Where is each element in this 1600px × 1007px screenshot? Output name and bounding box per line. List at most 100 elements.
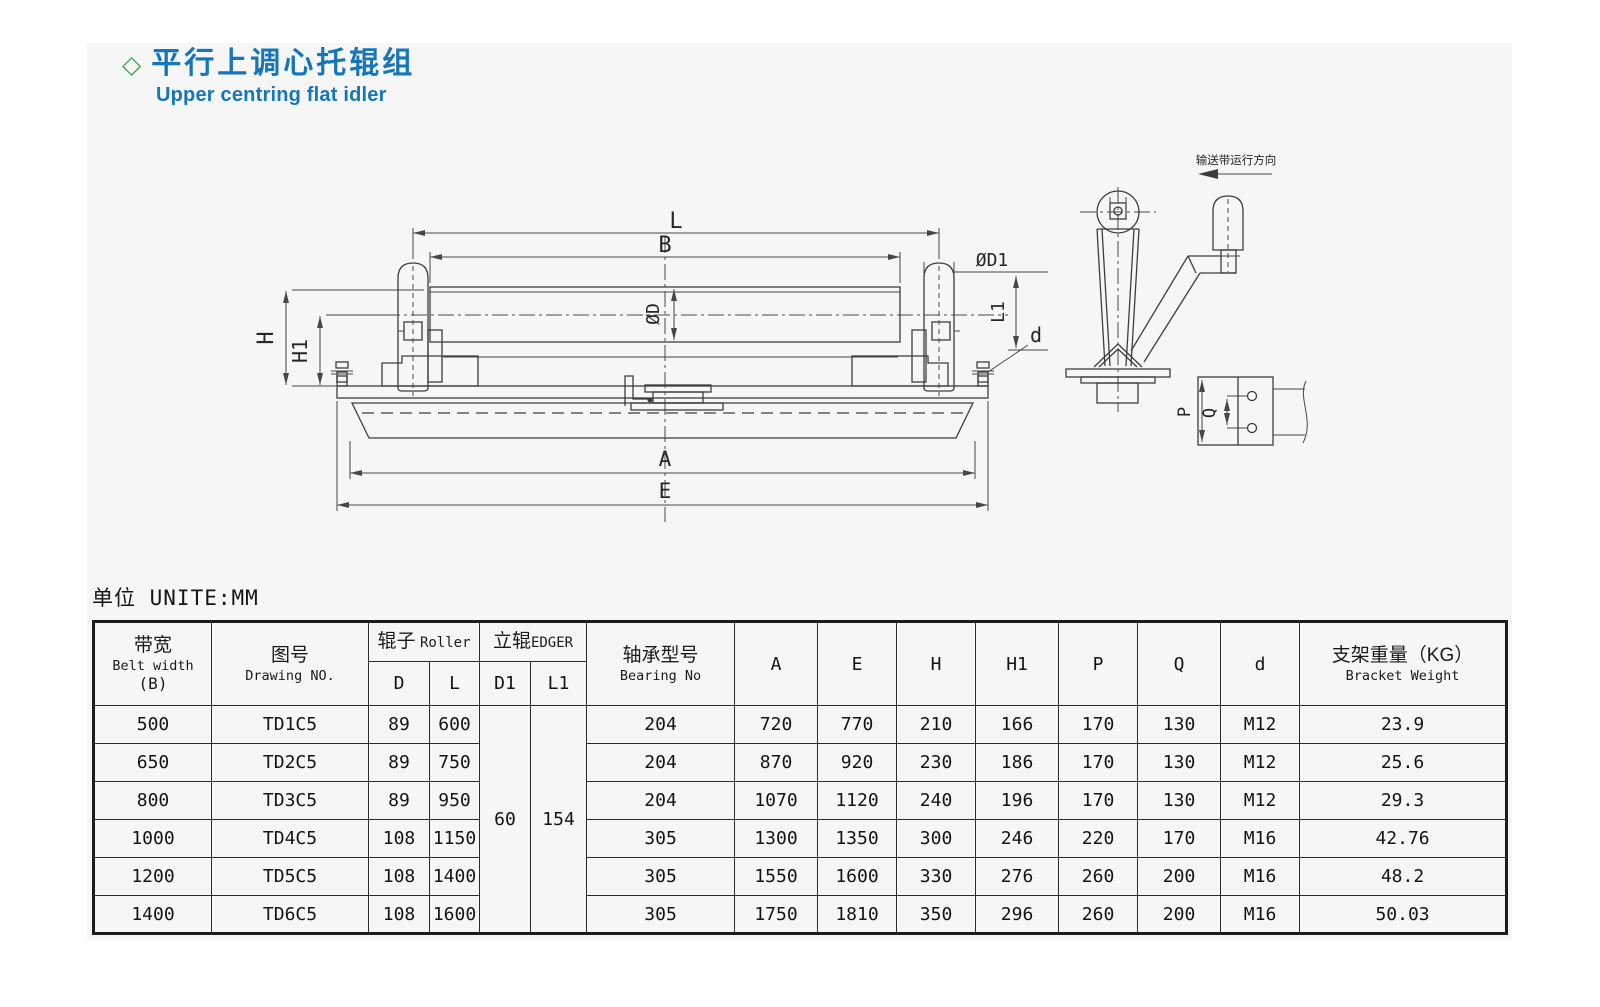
cell-thread: M12 bbox=[1220, 705, 1301, 744]
belt-direction-label: 输送带运行方向 bbox=[1196, 153, 1277, 167]
cell-thread: M12 bbox=[1220, 781, 1301, 820]
cell-belt-width: 500 bbox=[93, 705, 212, 744]
cell-a: 1550 bbox=[734, 857, 819, 896]
main-view: L B ØD1 L1 ØD bbox=[254, 209, 1048, 522]
cell-p: 260 bbox=[1058, 895, 1139, 934]
cell-d: 89 bbox=[368, 781, 430, 820]
cell-h1: 196 bbox=[975, 781, 1060, 820]
roller-en: Roller bbox=[419, 635, 471, 651]
title-block: ◇ 平行上调心托辊组 Upper centring flat idler bbox=[122, 48, 415, 107]
col-header-h1: H1 bbox=[975, 621, 1060, 706]
side-view: 输送带运行方向 bbox=[1065, 153, 1308, 446]
cell-h1: 246 bbox=[975, 819, 1060, 858]
cell-p: 260 bbox=[1058, 857, 1139, 896]
drawing-no-en: Drawing NO. bbox=[245, 668, 335, 684]
cell-drawing-no: TD4C5 bbox=[211, 819, 369, 858]
support-frame bbox=[1065, 228, 1171, 404]
dim-h-label: H bbox=[254, 331, 279, 344]
weight-zh: 支架重量（KG） bbox=[1331, 645, 1474, 666]
cell-weight: 23.9 bbox=[1299, 705, 1508, 744]
cell-p: 220 bbox=[1058, 819, 1139, 858]
cell-d: 89 bbox=[368, 705, 430, 744]
dim-l1: L1 bbox=[988, 276, 1048, 351]
edge-roller-right bbox=[911, 262, 960, 396]
spec-table: 带宽 Belt width (B) 图号 Drawing NO. 辊子 Roll… bbox=[92, 620, 1509, 935]
cell-h: 210 bbox=[896, 705, 977, 744]
belt-direction-arrow-icon bbox=[1198, 169, 1218, 179]
cell-a: 1750 bbox=[734, 895, 819, 934]
belt-width-en: Belt width bbox=[112, 658, 194, 674]
cell-e: 770 bbox=[817, 705, 898, 744]
cell-belt-width: 1400 bbox=[93, 895, 212, 934]
cell-h: 300 bbox=[896, 819, 977, 858]
cell-e: 1810 bbox=[817, 895, 898, 934]
col-header-roller-l: L bbox=[428, 661, 481, 706]
dim-p: P bbox=[1175, 380, 1205, 442]
col-header-roller-d: D bbox=[368, 661, 430, 706]
page-title-zh: 平行上调心托辊组 bbox=[151, 47, 416, 80]
col-header-edger: 立辊EDGER bbox=[479, 621, 588, 662]
dim-q: Q bbox=[1200, 395, 1247, 429]
edger-en: EDGER bbox=[530, 635, 574, 651]
table-row: 500 TD1C5 89 600 60 154 204 720 770 210 … bbox=[93, 705, 1508, 934]
cell-drawing-no: TD6C5 bbox=[211, 895, 369, 934]
unit-note: 单位 UNITE:MM bbox=[92, 586, 259, 610]
cell-q: 130 bbox=[1137, 705, 1222, 744]
col-header-q: Q bbox=[1137, 621, 1222, 706]
cell-d: 108 bbox=[368, 819, 430, 858]
col-header-weight: 支架重量（KG） Bracket Weight bbox=[1299, 621, 1508, 706]
cell-p: 170 bbox=[1058, 743, 1139, 782]
page-title-en: Upper centring flat idler bbox=[156, 84, 387, 106]
cell-thread: M16 bbox=[1220, 819, 1301, 858]
cell-h1: 276 bbox=[975, 857, 1060, 896]
cell-weight: 29.3 bbox=[1299, 781, 1508, 820]
cell-p: 170 bbox=[1058, 705, 1139, 744]
col-header-d: d bbox=[1220, 621, 1301, 706]
cell-h1: 296 bbox=[975, 895, 1060, 934]
col-header-drawing-no: 图号 Drawing NO. bbox=[211, 621, 369, 706]
diamond-bullet-icon: ◇ bbox=[122, 51, 142, 79]
main-roller bbox=[429, 286, 901, 358]
cell-l: 600 bbox=[428, 705, 481, 744]
bearing-zh: 轴承型号 bbox=[622, 645, 699, 666]
cell-bearing: 204 bbox=[586, 781, 736, 820]
dim-d1: ØD1 bbox=[923, 250, 1048, 276]
cell-d: 89 bbox=[368, 743, 430, 782]
edge-roller-left bbox=[397, 262, 443, 396]
cell-e: 1350 bbox=[817, 819, 898, 858]
cell-l1-merged: 154 bbox=[530, 705, 588, 934]
col-header-p: P bbox=[1058, 621, 1139, 706]
col-header-h: H bbox=[896, 621, 977, 706]
dim-l1-label: L1 bbox=[988, 301, 1009, 323]
cell-bearing: 305 bbox=[586, 819, 736, 858]
belt-width-zh: 带宽 bbox=[133, 635, 172, 656]
cell-a: 720 bbox=[734, 705, 819, 744]
belt-direction: 输送带运行方向 bbox=[1196, 153, 1277, 179]
col-header-edger-d1: D1 bbox=[479, 661, 532, 706]
cell-thread: M12 bbox=[1220, 743, 1301, 782]
cell-h: 350 bbox=[896, 895, 977, 934]
cell-a: 1300 bbox=[734, 819, 819, 858]
dim-h1: H1 bbox=[288, 314, 396, 385]
col-header-bearing: 轴承型号 Bearing No bbox=[586, 621, 736, 706]
cell-weight: 50.03 bbox=[1299, 895, 1508, 934]
dim-dia-d-label: ØD bbox=[643, 303, 664, 325]
dim-b-label: B bbox=[658, 233, 671, 258]
cell-l: 1400 bbox=[428, 857, 481, 896]
weight-en: Bracket Weight bbox=[1345, 668, 1460, 684]
bearing-en: Bearing No bbox=[619, 668, 702, 684]
base-frame bbox=[336, 355, 989, 439]
dim-p-label: P bbox=[1175, 407, 1195, 417]
cell-drawing-no: TD2C5 bbox=[211, 743, 369, 782]
col-header-a: A bbox=[734, 621, 819, 706]
cell-e: 920 bbox=[817, 743, 898, 782]
table-row: 1000 TD4C5 108 1150 305 1300 1350 300 24… bbox=[93, 819, 1508, 858]
dim-e: E bbox=[336, 401, 989, 511]
cell-e: 1120 bbox=[817, 781, 898, 820]
table-row: 650 TD2C5 89 750 204 870 920 230 186 170… bbox=[93, 743, 1508, 782]
center-pivot bbox=[624, 375, 724, 411]
cell-h: 240 bbox=[896, 781, 977, 820]
cell-belt-width: 1000 bbox=[93, 819, 212, 858]
cell-belt-width: 650 bbox=[93, 743, 212, 782]
